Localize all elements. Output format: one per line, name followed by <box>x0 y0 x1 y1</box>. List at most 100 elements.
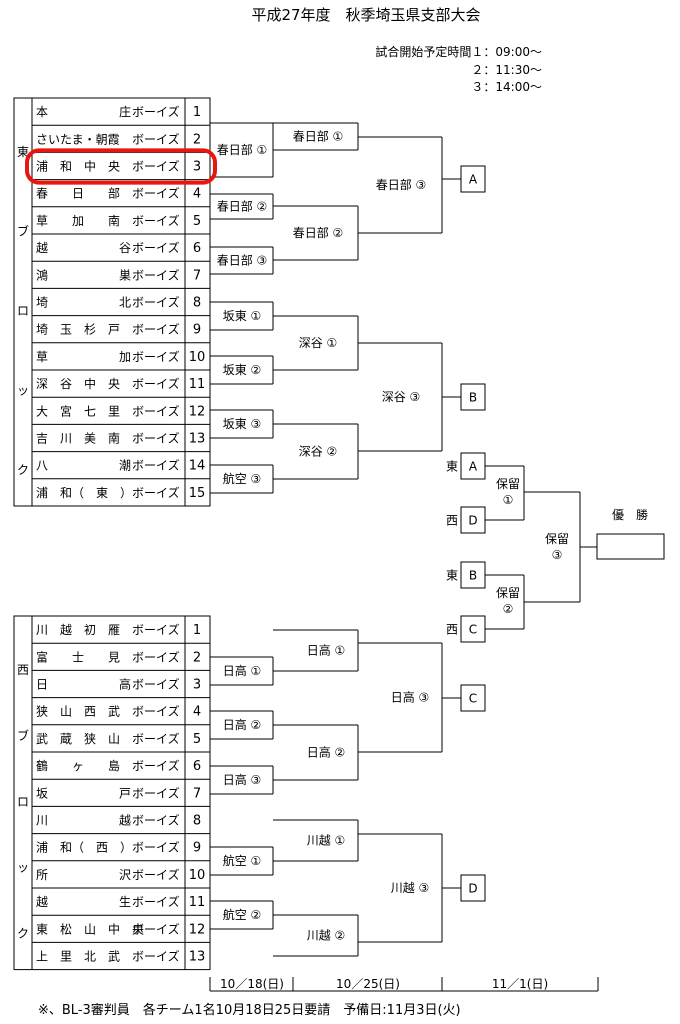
west-team-suffix: 越 <box>119 814 131 828</box>
west-r2-winner: 川越 ① <box>307 834 346 848</box>
west-slot-label: C <box>469 692 477 706</box>
east-team-name: 春 日 部 <box>36 186 120 201</box>
east-team-boys: ボーイズ <box>132 131 180 146</box>
east-team-name: 埼 玉 杉 戸 <box>36 323 120 337</box>
east-team-suffix: 谷 <box>119 241 131 255</box>
east-r1-winner: 春日部 ③ <box>217 253 268 268</box>
highlight-ring <box>25 148 217 185</box>
west-team-number: 3 <box>193 678 201 693</box>
west-r1-winner: 航空 ① <box>223 853 262 868</box>
east-r1-winner: 坂東 ③ <box>223 417 262 431</box>
east-team-name: 浦 和 中 央 <box>36 159 120 174</box>
east-r1-winner: 春日部 ① <box>217 142 268 157</box>
east-slot-label: B <box>469 391 477 405</box>
west-slot-label: D <box>468 882 477 896</box>
east-team-number: 13 <box>189 432 206 447</box>
east-team-name: 埼 <box>36 296 48 310</box>
west-team-number: 1 <box>193 623 201 638</box>
west-slot-box <box>460 684 486 712</box>
west-team-name: 東 松 山 中 央 <box>36 921 144 936</box>
champion-label: 優 勝 <box>612 507 648 522</box>
east-team-name: 鴻 <box>36 268 48 282</box>
east-team-name: さいたま・朝霞 <box>36 132 120 146</box>
east-team-boys: ボーイズ <box>132 213 180 228</box>
east-r1-winner: 坂東 ① <box>223 309 262 323</box>
west-team-name: 所 <box>36 868 48 882</box>
west-team-name: 川 越 初 雁 <box>36 623 120 637</box>
east-team-name: 草 <box>36 350 48 364</box>
west-team-boys: ボーイズ <box>132 649 180 664</box>
schedule-line-3: ３：14:00～ <box>471 80 542 94</box>
east-r3-winner: 春日部 ③ <box>376 177 427 192</box>
west-team-name: 武 蔵 狭 山 <box>36 732 120 746</box>
west-r1-winner: 日高 ① <box>223 663 262 678</box>
east-team-boys: ボーイズ <box>132 403 180 418</box>
final-slot-box <box>460 561 486 589</box>
west-team-boys: ボーイズ <box>132 622 180 637</box>
east-team-name: 吉 川 美 南 <box>36 431 120 446</box>
west-team-name: 上 里 北 武 <box>36 950 120 964</box>
east-block-label-char: ク <box>17 463 29 477</box>
east-r3-winner: 深谷 ③ <box>382 390 421 404</box>
west-team-suffix: 生 <box>119 895 131 909</box>
east-team-number: 5 <box>193 214 201 229</box>
west-team-name: 川 <box>36 814 48 828</box>
champion-box <box>596 533 665 560</box>
west-slot-box <box>460 874 486 902</box>
west-team-number: 4 <box>193 705 201 720</box>
east-team-name: 八 <box>36 459 48 473</box>
final-slot-label: A <box>469 460 478 474</box>
final-side-label: 西 <box>446 623 458 637</box>
east-team-name: 本 <box>36 105 48 119</box>
west-team-name: 鶴 ヶ 島 <box>36 758 120 773</box>
west-team-number: 9 <box>193 841 201 856</box>
east-block-label-char: 東 <box>17 145 29 159</box>
east-team-number: 14 <box>189 459 206 474</box>
west-team-number: 8 <box>193 814 201 829</box>
west-block-frame <box>13 615 211 971</box>
schedule-line-2: ２：11:30～ <box>471 63 542 77</box>
east-team-suffix: 巣 <box>119 268 131 282</box>
east-team-number: 8 <box>193 296 201 311</box>
west-r3-winner: 川越 ③ <box>391 881 430 895</box>
east-team-number: 6 <box>193 241 201 256</box>
west-team-number: 10 <box>189 868 206 883</box>
east-team-number: 12 <box>189 404 206 419</box>
east-team-boys: ボーイズ <box>132 295 180 310</box>
final-slot-box <box>460 615 486 643</box>
final-slot-label: C <box>469 623 477 637</box>
east-team-boys: ボーイズ <box>132 349 180 364</box>
east-r1-winner: 航空 ③ <box>223 471 262 486</box>
final-side-label: 東 <box>446 569 458 583</box>
west-team-name: 越 <box>36 895 48 909</box>
west-block-label-char: 西 <box>17 663 29 677</box>
final-label: 保留 <box>545 532 569 546</box>
semi2-label: ② <box>503 602 514 616</box>
east-slot-box <box>460 383 486 411</box>
east-team-name: 大 宮 七 里 <box>36 403 120 418</box>
west-team-name: 日 <box>36 678 48 692</box>
east-r1-winner: 春日部 ② <box>217 199 268 214</box>
west-team-boys: ボーイズ <box>132 867 180 882</box>
final-label: ③ <box>552 548 563 562</box>
page-title: 平成27年度 秋季埼玉県支部大会 <box>251 6 480 24</box>
date-row: 10／18(日) 10／25(日) 11／1(日) <box>209 977 599 992</box>
east-r2-winner: 深谷 ① <box>299 336 338 350</box>
schedule-line-1: 試合開始予定時間１：09:00～ <box>375 44 542 59</box>
west-team-boys: ボーイズ <box>132 813 180 828</box>
east-block-label-char: ブ <box>17 224 29 239</box>
west-team-number: 12 <box>189 922 206 937</box>
final-slot-box <box>460 452 486 480</box>
east-team-boys: ボーイズ <box>132 458 180 473</box>
west-team-boys: ボーイズ <box>132 758 180 773</box>
east-team-boys: ボーイズ <box>132 431 180 446</box>
date-round-1: 10／18(日) <box>220 977 284 991</box>
east-team-suffix: 庄 <box>119 104 131 119</box>
final-slot-label: D <box>468 514 477 528</box>
west-team-number: 13 <box>189 950 206 965</box>
east-block-label-char: ロ <box>17 304 29 318</box>
east-r1-winner: 坂東 ② <box>223 363 262 377</box>
east-team-suffix: 加 <box>119 350 131 364</box>
west-team-name: 浦 和（ 西 ） <box>36 841 132 855</box>
